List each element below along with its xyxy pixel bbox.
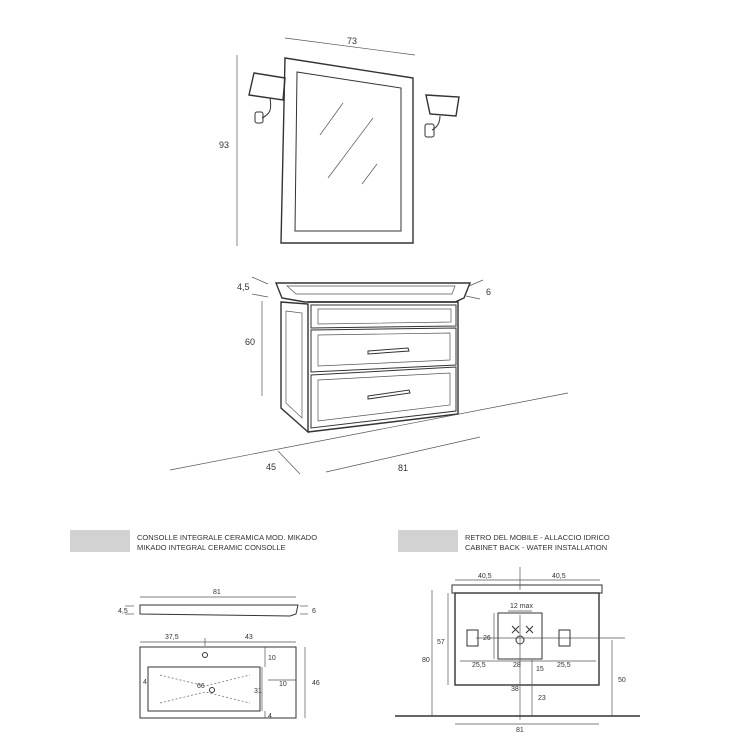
mirror-glass	[294, 71, 402, 232]
console-bottom-margin-label: 4	[268, 713, 272, 720]
cabinet-side	[280, 301, 309, 434]
handle-icon	[367, 389, 411, 400]
valve-icon	[511, 625, 534, 634]
lamp-base	[424, 123, 435, 138]
cabinet-height-label: 60	[245, 337, 255, 347]
drawer-bottom	[310, 366, 457, 429]
console-thickness-right-label: 6	[312, 608, 316, 615]
console-side-margin-right-label: 10	[279, 681, 287, 688]
drain-height-label: 38	[511, 686, 519, 693]
basin-slope-lines	[159, 674, 251, 704]
reflection-stroke	[361, 163, 378, 185]
console-title-line1: CONSOLLE INTEGRALE CERAMICA MOD. MIKADO	[137, 533, 317, 542]
top-thickness-right-label: 6	[486, 287, 491, 297]
basin-depth-label: 31	[254, 688, 262, 695]
center-width-label: 28	[513, 662, 521, 669]
cabinet-depth-dim-line	[277, 450, 301, 475]
cabinet-depth-label: 45	[266, 462, 276, 472]
lamp-shade	[425, 94, 460, 117]
floor-line	[169, 392, 569, 471]
console-side-margin-left-label: 4	[143, 679, 147, 686]
console-thickness-left-label: 4,5	[118, 608, 128, 615]
console-top-margin-label: 10	[268, 655, 276, 662]
back-right-half-label: 40,5	[552, 573, 566, 580]
console-top-view	[139, 646, 297, 719]
console-section: CONSOLLE INTEGRALE CERAMICA MOD. MIKADO …	[70, 530, 320, 720]
console-right-offset-label: 43	[245, 634, 253, 641]
right-pipe-box	[558, 629, 571, 647]
console-left-offset-label: 37,5	[165, 634, 179, 641]
left-wall-lamp	[248, 72, 286, 124]
side-panel-inset	[285, 310, 303, 419]
mirror-assembly: 73 93	[219, 36, 460, 246]
right-wall-lamp	[424, 94, 460, 138]
lamp-arm	[261, 97, 272, 119]
left-pipe-box	[466, 629, 479, 647]
mirror-width-dim-line	[284, 37, 416, 56]
tap-hole-icon	[202, 652, 208, 658]
dim-tick	[251, 293, 269, 298]
height-inner-label: 57	[437, 639, 445, 646]
drain-icon	[209, 687, 215, 693]
floor-height-label: 50	[618, 677, 626, 684]
back-title-line2: CABINET BACK - WATER INSTALLATION	[465, 543, 607, 552]
handle-icon	[367, 347, 410, 355]
console-total-depth-label: 46	[312, 680, 320, 687]
height-outer-label: 80	[422, 657, 430, 664]
reflection-stroke	[319, 102, 344, 136]
caption-box	[70, 530, 130, 552]
right-pipe-label: 25,5	[557, 662, 571, 669]
box-height-label: 26	[483, 635, 491, 642]
bottom-width-label: 81	[516, 727, 524, 734]
dim-tick	[468, 279, 484, 287]
back-panel	[454, 592, 600, 686]
console-width-label: 81	[213, 589, 221, 596]
mirror-width-label: 73	[347, 36, 357, 46]
drawer-bottom-inset	[317, 372, 451, 422]
basin-length-label: 66	[197, 683, 205, 690]
lamp-arm	[431, 115, 441, 131]
dim-tick	[251, 276, 269, 285]
back-title-line1: RETRO DEL MOBILE - ALLACCIO IDRICO	[465, 533, 610, 542]
drain-offset-label: 15	[536, 666, 544, 673]
dim-tick	[465, 295, 481, 300]
left-pipe-label: 25,5	[472, 662, 486, 669]
top-thickness-left-label: 4,5	[237, 282, 250, 292]
drawer-middle-inset	[317, 332, 451, 367]
drawer-top-inset	[317, 308, 452, 325]
basin-bowl	[286, 285, 456, 295]
back-section: RETRO DEL MOBILE - ALLACCIO IDRICO CABIN…	[395, 530, 640, 734]
mirror-frame	[280, 57, 414, 244]
drawer-top	[310, 304, 457, 329]
cabinet-assembly: 4,5 6 60 45 81	[169, 276, 569, 475]
back-left-half-label: 40,5	[478, 573, 492, 580]
drain-floor-label: 23	[538, 695, 546, 702]
cabinet-width-label: 81	[398, 463, 408, 473]
cabinet-front	[307, 301, 459, 433]
reflection-stroke	[327, 117, 374, 179]
drawer-middle	[310, 327, 457, 373]
max-label: 12 max	[510, 603, 533, 610]
lamp-shade	[248, 72, 286, 101]
console-profile	[139, 604, 299, 617]
lamp-base	[254, 111, 264, 124]
mirror-height-label: 93	[219, 140, 229, 150]
caption-box	[398, 530, 458, 552]
basin-outline	[147, 666, 261, 712]
back-top	[451, 584, 603, 594]
console-title-line2: MIKADO INTEGRAL CERAMIC CONSOLLE	[137, 543, 286, 552]
cabinet-width-dim-line	[325, 436, 481, 473]
